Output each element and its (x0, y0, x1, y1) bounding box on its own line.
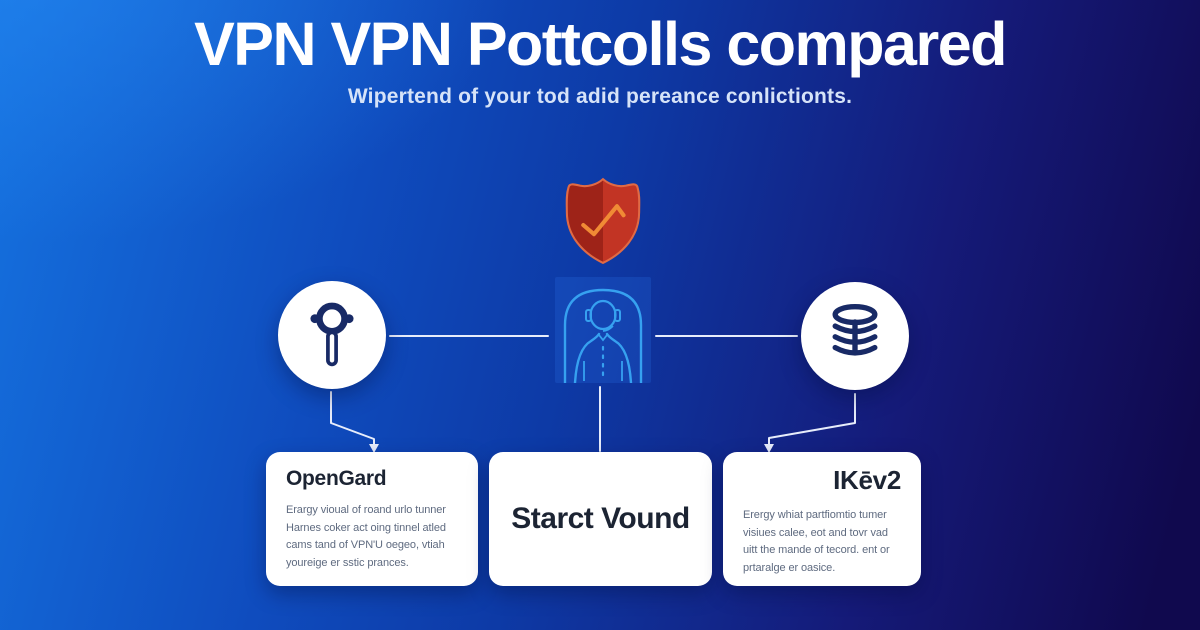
headphone-left-muff (585, 309, 592, 322)
protocol-card-opengard: OpenGard Erargy vioual of roand urlo tun… (266, 452, 478, 586)
card-title-ikev2: IKēv2 (833, 465, 901, 495)
protocol-card-starct-vound: Starct Vound (489, 452, 712, 586)
shield-check-icon (560, 175, 646, 267)
page-subtitle: Wipertend of your tod adid pereance conl… (347, 85, 853, 109)
shield-outline (565, 177, 641, 265)
connector-right-bend (768, 393, 856, 446)
magnifier-ring (316, 302, 348, 335)
shield-check-svg (565, 177, 641, 265)
person-head (589, 299, 617, 331)
protocol-node-left (278, 281, 386, 389)
shield-body-shade (566, 179, 603, 263)
card-body-opengard: Erargy vioual of roand urlo tunner Harne… (286, 504, 446, 569)
card-title-opengard: OpenGard (286, 467, 387, 490)
database-icon (832, 304, 878, 356)
card-title-starct-vound: Starct Vound (511, 502, 690, 535)
magnifier-icon (310, 302, 354, 367)
headphone-right-muff (614, 309, 621, 322)
protocol-node-center (555, 277, 651, 383)
card-body-ikev2: Erergy whiat partfiomtio tumer visiues c… (743, 509, 890, 574)
shield-zigzag-check (581, 204, 626, 237)
person-shoulder-left (573, 332, 601, 383)
header: VPN VPN Pottcolls compared Wipertend of … (0, 12, 1200, 109)
headset-mic (602, 325, 614, 332)
person-arch (563, 288, 643, 383)
magnifier-handle-slit (329, 334, 335, 363)
protocol-node-right (801, 282, 909, 390)
person-collar (598, 334, 608, 342)
connector-left-bend (330, 391, 375, 446)
person-headset-icon (563, 288, 643, 383)
protocol-card-ikev2: IKēv2 Erergy whiat partfiomtio tumer vis… (723, 452, 921, 586)
page-title: VPN VPN Pottcolls compared (194, 10, 1007, 78)
person-shoulder-right (605, 332, 633, 383)
